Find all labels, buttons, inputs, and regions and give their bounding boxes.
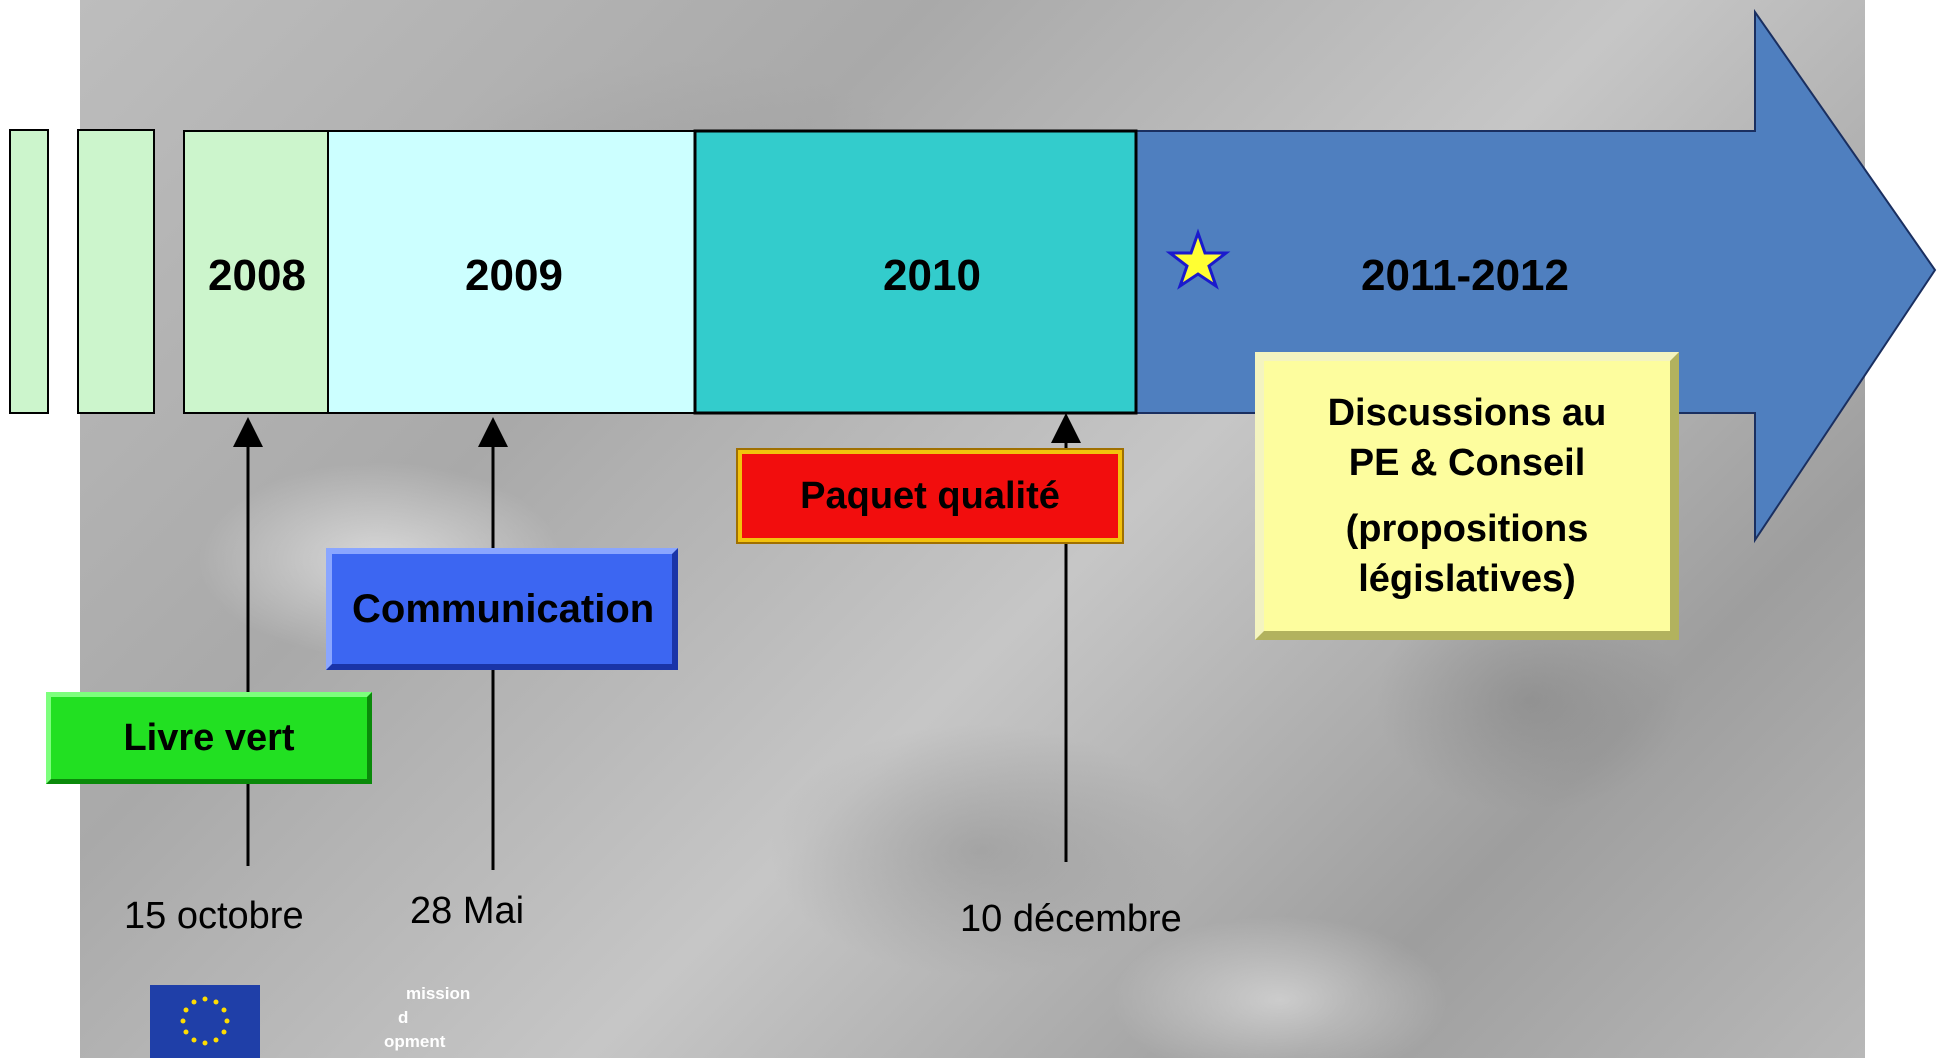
year-label-2011-2012: 2011-2012 — [1361, 251, 1569, 300]
event-label-communication: Communication — [352, 586, 655, 631]
eu-flag-stars — [180, 996, 230, 1046]
logo-text-line-2: d — [398, 1008, 409, 1027]
eu-star-icon — [1165, 228, 1231, 290]
event-box-paquet-qualite: Paquet qualité — [736, 448, 1124, 544]
year-label-2009: 2009 — [465, 251, 563, 300]
discussions-line-4: législatives) — [1358, 558, 1576, 600]
year-block-2010 — [693, 129, 1138, 415]
logo-text-line-1: mission — [406, 984, 471, 1003]
year-block-2009 — [327, 130, 696, 414]
date-label-15-octobre: 15 octobre — [124, 895, 304, 937]
pre-year-block-2 — [77, 129, 155, 414]
event-label-paquet-qualite: Paquet qualité — [800, 474, 1060, 517]
year-block-2008 — [183, 130, 329, 414]
year-label-2010: 2010 — [883, 251, 981, 300]
discussions-line-1: Discussions au — [1327, 392, 1607, 434]
discussions-line-2: PE & Conseil — [1348, 442, 1586, 484]
discussions-line-3: (propositions — [1345, 508, 1589, 550]
event-box-discussions: Discussions au PE & Conseil (proposition… — [1255, 352, 1679, 640]
year-label-2008: 2008 — [208, 251, 306, 300]
date-label-10-decembre: 10 décembre — [960, 898, 1182, 940]
date-label-28-mai: 28 Mai — [410, 890, 525, 932]
logo-text-line-3: opment — [384, 1032, 446, 1051]
pre-year-block-1 — [9, 129, 49, 414]
event-box-livre-vert: Livre vert — [46, 692, 372, 784]
event-label-livre-vert: Livre vert — [123, 716, 295, 759]
eu-flag-icon — [150, 985, 260, 1058]
event-box-communication: Communication — [326, 548, 678, 670]
